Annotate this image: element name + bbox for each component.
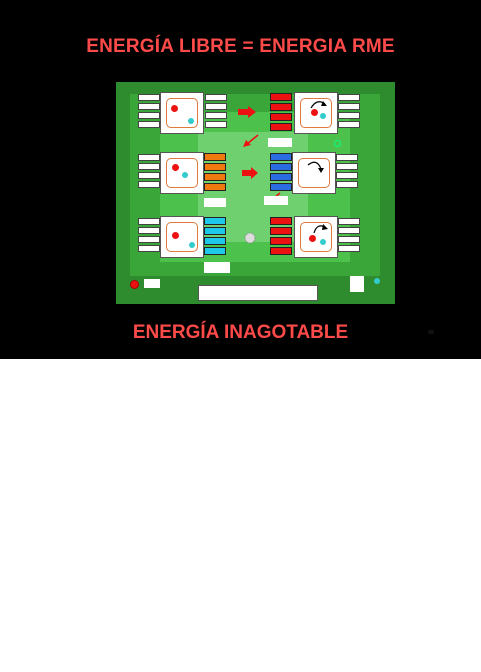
pin-group-right-6 bbox=[338, 218, 360, 252]
chip-frame bbox=[300, 98, 332, 128]
chip-3 bbox=[160, 152, 204, 194]
chip-4 bbox=[292, 152, 336, 194]
value-label bbox=[264, 196, 288, 205]
chip-5 bbox=[160, 216, 204, 258]
slide-title: ENERGÍA LIBRE = ENERGIA RME bbox=[86, 36, 395, 57]
red-dot-icon bbox=[130, 280, 139, 289]
marker bbox=[428, 330, 434, 334]
red-dot-icon bbox=[172, 164, 179, 171]
arrow-diagonal-icon bbox=[243, 134, 259, 147]
chip-frame bbox=[166, 158, 198, 188]
rotation-arrow-icon bbox=[313, 224, 328, 234]
value-label bbox=[204, 198, 226, 207]
rotation-arrow-icon bbox=[310, 101, 327, 109]
slide: ENERGÍA LIBRE = ENERGIA RME bbox=[0, 0, 481, 359]
dotted-marker-icon bbox=[244, 232, 256, 244]
value-label bbox=[350, 276, 364, 292]
rotation-arrow-icon bbox=[307, 161, 324, 173]
slide-subtitle: ENERGÍA INAGOTABLE bbox=[132, 322, 349, 343]
arrow-right-icon bbox=[238, 106, 256, 118]
chip-frame bbox=[298, 158, 330, 188]
chip-1 bbox=[160, 92, 204, 134]
value-label bbox=[268, 138, 292, 147]
red-dot-icon bbox=[172, 232, 179, 239]
red-dot-icon bbox=[311, 109, 318, 116]
arrow-right-icon bbox=[242, 167, 258, 179]
blank-area bbox=[0, 359, 481, 672]
bar-group-orange bbox=[204, 153, 226, 191]
cyan-dot-icon bbox=[320, 239, 326, 245]
chip-frame bbox=[166, 98, 198, 128]
bar-group-blue bbox=[270, 153, 292, 191]
cyan-dot-icon bbox=[182, 172, 188, 178]
green-dot-icon bbox=[334, 140, 341, 147]
value-label bbox=[144, 279, 160, 288]
chip-6 bbox=[294, 216, 338, 258]
chip-frame bbox=[166, 222, 198, 252]
bar-group-red-1 bbox=[270, 93, 292, 131]
bar-group-red-2 bbox=[270, 217, 292, 255]
circuit-board bbox=[116, 82, 395, 304]
cyan-dot-icon bbox=[188, 118, 194, 124]
pin-group-right-1 bbox=[205, 94, 227, 128]
formula-label bbox=[198, 285, 318, 301]
cyan-dot-icon bbox=[320, 113, 326, 119]
red-dot-icon bbox=[171, 105, 178, 112]
cyan-dot-icon bbox=[189, 242, 195, 248]
pin-group-left-5 bbox=[138, 218, 160, 252]
pin-group-left-3 bbox=[138, 154, 160, 188]
bar-group-cyan bbox=[204, 217, 226, 255]
chip-frame bbox=[300, 222, 332, 252]
pin-group-right-4 bbox=[336, 154, 358, 188]
cyan-dot-icon bbox=[374, 278, 380, 284]
red-dot-icon bbox=[309, 235, 316, 242]
pin-group-left-1 bbox=[138, 94, 160, 128]
value-label bbox=[204, 262, 230, 273]
pin-group-right-2 bbox=[338, 94, 360, 128]
chip-2 bbox=[294, 92, 338, 134]
